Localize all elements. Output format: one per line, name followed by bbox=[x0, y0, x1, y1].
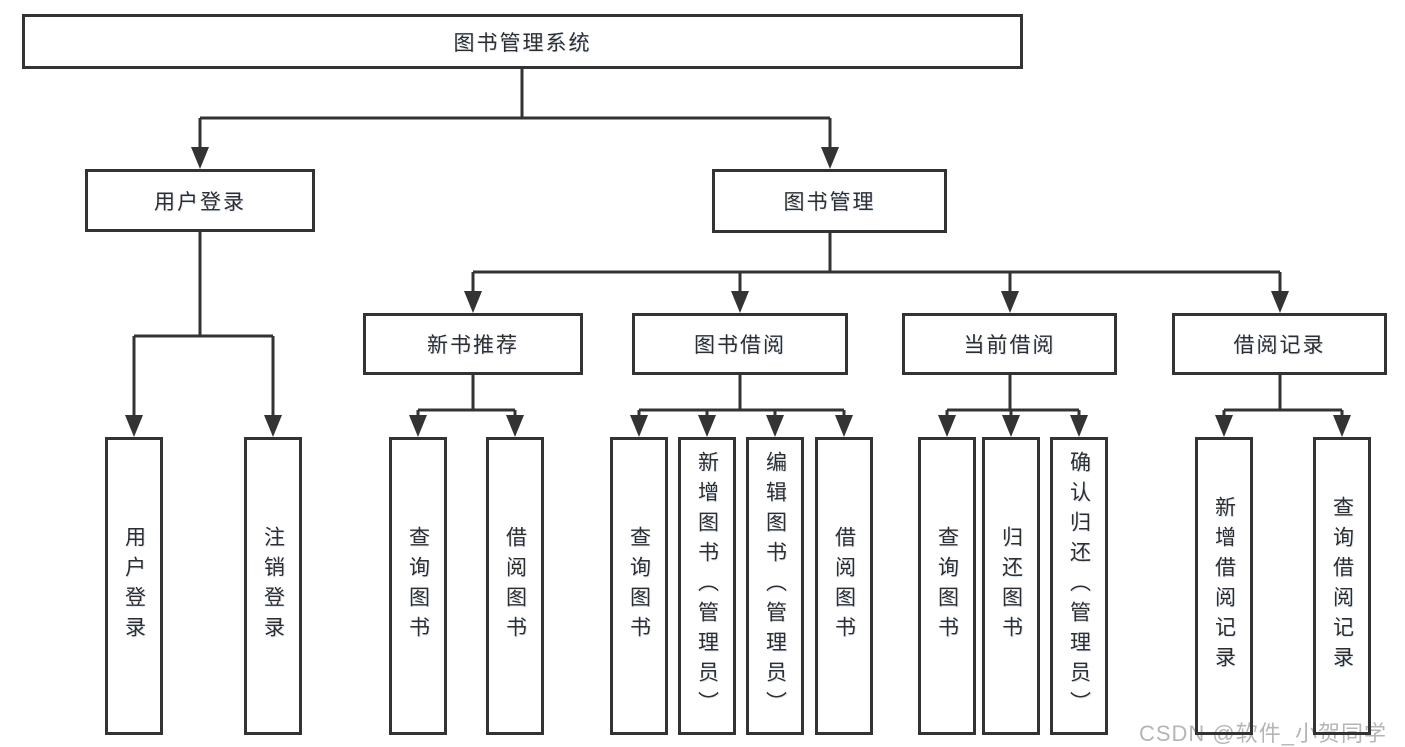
node-book-borrow: 图书借阅 bbox=[632, 313, 848, 375]
leaf-borrow-book-recommend-label: 借阅图书 bbox=[503, 526, 527, 646]
node-new-book-recommend: 新书推荐 bbox=[363, 313, 583, 375]
leaf-query-book-current-label: 查询图书 bbox=[935, 526, 959, 646]
node-new-book-recommend-label: 新书推荐 bbox=[427, 334, 519, 357]
node-root-library-system: 图书管理系统 bbox=[22, 14, 1023, 69]
leaf-borrow-book-label: 借阅图书 bbox=[832, 526, 856, 646]
leaf-query-book-recommend: 查询图书 bbox=[389, 437, 447, 735]
node-book-management-label: 图书管理 bbox=[783, 191, 876, 214]
leaf-edit-book-admin-label: 编辑图书（管理员） bbox=[763, 451, 787, 721]
leaf-add-book-admin: 新增图书（管理员） bbox=[678, 437, 736, 735]
leaf-query-borrow-record-label: 查询借阅记录 bbox=[1330, 496, 1354, 676]
leaf-logout-label: 注销登录 bbox=[261, 526, 285, 646]
leaf-borrow-book: 借阅图书 bbox=[815, 437, 873, 735]
leaf-add-borrow-record-label: 新增借阅记录 bbox=[1212, 496, 1236, 676]
node-current-borrow: 当前借阅 bbox=[902, 313, 1117, 375]
node-borrow-records: 借阅记录 bbox=[1172, 313, 1387, 375]
leaf-query-borrow-record: 查询借阅记录 bbox=[1313, 437, 1371, 735]
leaf-confirm-return-admin-label: 确认归还（管理员） bbox=[1067, 451, 1091, 721]
node-book-borrow-label: 图书借阅 bbox=[694, 334, 786, 357]
leaf-confirm-return-admin: 确认归还（管理员） bbox=[1050, 437, 1108, 735]
leaf-logout: 注销登录 bbox=[244, 437, 302, 735]
leaf-return-book: 归还图书 bbox=[982, 437, 1040, 735]
leaf-add-book-admin-label: 新增图书（管理员） bbox=[695, 451, 719, 721]
leaf-return-book-label: 归还图书 bbox=[999, 526, 1023, 646]
leaf-query-book-current: 查询图书 bbox=[918, 437, 976, 735]
leaf-query-book-borrow-label: 查询图书 bbox=[627, 526, 651, 646]
arrowheads bbox=[125, 147, 1351, 437]
csdn-watermark: CSDN @软件_小贺同学 bbox=[1138, 721, 1387, 746]
node-root-label: 图书管理系统 bbox=[453, 31, 592, 55]
leaf-query-book-recommend-label: 查询图书 bbox=[406, 526, 430, 646]
node-book-management: 图书管理 bbox=[712, 169, 947, 233]
leaf-user-login-label: 用户登录 bbox=[122, 526, 146, 646]
node-borrow-records-label: 借阅记录 bbox=[1233, 334, 1326, 357]
leaf-add-borrow-record: 新增借阅记录 bbox=[1195, 437, 1253, 735]
leaf-query-book-borrow: 查询图书 bbox=[610, 437, 668, 735]
node-user-login-label: 用户登录 bbox=[154, 190, 246, 214]
leaf-user-login: 用户登录 bbox=[105, 437, 163, 735]
node-current-borrow-label: 当前借阅 bbox=[963, 334, 1056, 357]
leaf-edit-book-admin: 编辑图书（管理员） bbox=[746, 437, 804, 735]
node-user-login: 用户登录 bbox=[85, 169, 315, 232]
leaf-borrow-book-recommend: 借阅图书 bbox=[486, 437, 544, 735]
